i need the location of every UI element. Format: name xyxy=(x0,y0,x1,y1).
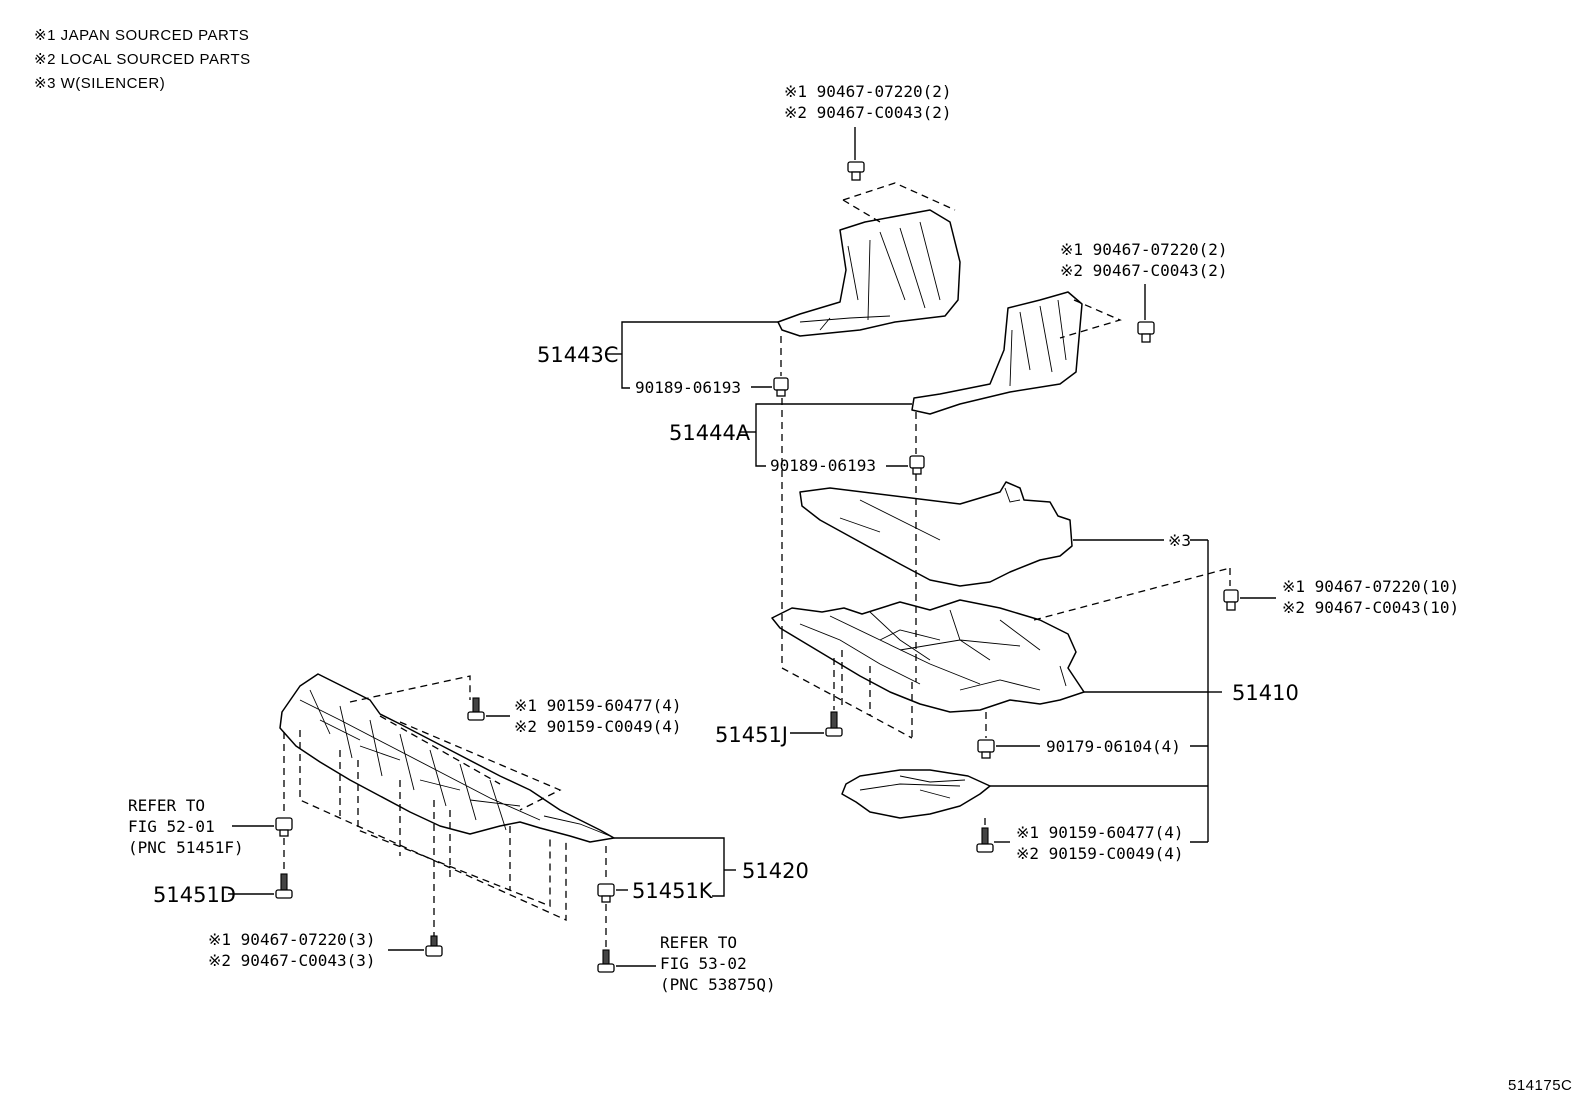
callout-main-bolt-local: ※2 90467-C0043(10) xyxy=(1282,598,1459,617)
dash-51420-top-2 xyxy=(379,715,501,785)
dash-right-1 xyxy=(1059,299,1122,339)
main-bolt-icon xyxy=(1223,589,1239,611)
part-51443c-drawing xyxy=(777,209,961,337)
dash-51420-top-1 xyxy=(349,675,471,703)
callout-lower-screw-japan: ※1 90159-60477(4) xyxy=(1016,823,1184,842)
figure-id: 514175C xyxy=(1508,1077,1572,1094)
refer-2-line-1: REFER TO xyxy=(660,933,737,952)
leader-51443c xyxy=(621,321,778,389)
silencer-drawing xyxy=(799,481,1073,587)
callout-right-bolt-local: ※2 90467-C0043(2) xyxy=(1060,261,1228,280)
callout-lower-screw-local: ※2 90159-C0049(4) xyxy=(1016,844,1184,863)
dash-top-1 xyxy=(842,182,956,211)
lower-cover-drawing xyxy=(841,769,991,819)
part-number-51451j: 51451J xyxy=(715,723,788,747)
callout-bottom-bolt-japan: ※1 90467-07220(3) xyxy=(208,930,376,949)
callout-silencer: ※3 xyxy=(1168,531,1191,550)
part-number-51420: 51420 xyxy=(742,859,809,883)
dash-51420-top-3 xyxy=(399,721,562,811)
dash-51420-lower-1 xyxy=(299,730,567,922)
callout-main-bolt-japan: ※1 90467-07220(10) xyxy=(1282,577,1459,596)
refer-1-line-2: FIG 52-01 xyxy=(128,817,215,836)
top-bolt-icon xyxy=(847,161,865,181)
dash-51410-right-up xyxy=(1033,567,1231,621)
callout-bottom-bolt-local: ※2 90467-C0043(3) xyxy=(208,951,376,970)
part-51410-drawing xyxy=(771,599,1085,713)
bottom-bolt-icon xyxy=(425,935,443,957)
part-51444a-drawing xyxy=(911,291,1083,415)
legend-note-2: ※2 LOCAL SOURCED PARTS xyxy=(34,51,251,68)
lower-screw-icon xyxy=(976,827,994,853)
legend: ※1 JAPAN SOURCED PARTS ※2 LOCAL SOURCED … xyxy=(34,27,251,92)
clip-1-icon xyxy=(773,377,789,397)
refer-1-clip-icon xyxy=(275,817,293,837)
screw-51451j-icon xyxy=(825,711,843,737)
part-number-51451k: 51451K xyxy=(632,879,714,903)
part-number-51410: 51410 xyxy=(1232,681,1299,705)
callout-clip-3: 90179-06104(4) xyxy=(1046,737,1181,756)
callout-right-bolt-japan: ※1 90467-07220(2) xyxy=(1060,240,1228,259)
dash-top-2 xyxy=(842,199,881,223)
refer-2-line-3: (PNC 53875Q) xyxy=(660,975,776,994)
callout-front-screw-japan: ※1 90159-60477(4) xyxy=(514,696,682,715)
dash-51410-left xyxy=(781,632,913,739)
callout-top-bolt-local: ※2 90467-C0043(2) xyxy=(784,103,952,122)
part-number-51451d: 51451D xyxy=(153,883,236,907)
refer-1-line-3: (PNC 51451F) xyxy=(128,838,244,857)
clip-51451k-icon xyxy=(597,883,615,903)
clip-3-icon xyxy=(977,739,995,759)
callout-clip-1: 90189-06193 xyxy=(635,378,741,397)
legend-note-3: ※3 W(SILENCER) xyxy=(34,75,165,92)
front-screw-icon xyxy=(467,697,485,721)
callout-top-bolt-japan: ※1 90467-07220(2) xyxy=(784,82,952,101)
clip-2-icon xyxy=(909,455,925,475)
leader-51420 xyxy=(614,837,725,897)
part-51420-drawing xyxy=(279,673,615,843)
refer-2-line-2: FIG 53-02 xyxy=(660,954,747,973)
refer-1-line-1: REFER TO xyxy=(128,796,205,815)
leader-51444a xyxy=(755,403,912,467)
right-bolt-icon xyxy=(1137,321,1155,343)
callout-clip-2: 90189-06193 xyxy=(770,456,876,475)
dash-51420-lower-2 xyxy=(357,760,551,907)
part-number-51444a: 51444A xyxy=(669,421,751,445)
callout-front-screw-local: ※2 90159-C0049(4) xyxy=(514,717,682,736)
screw-51451d-icon xyxy=(275,873,293,899)
part-number-51443c: 51443C xyxy=(537,343,618,367)
refer-2-screw-icon xyxy=(597,949,615,973)
legend-note-1: ※1 JAPAN SOURCED PARTS xyxy=(34,27,249,44)
